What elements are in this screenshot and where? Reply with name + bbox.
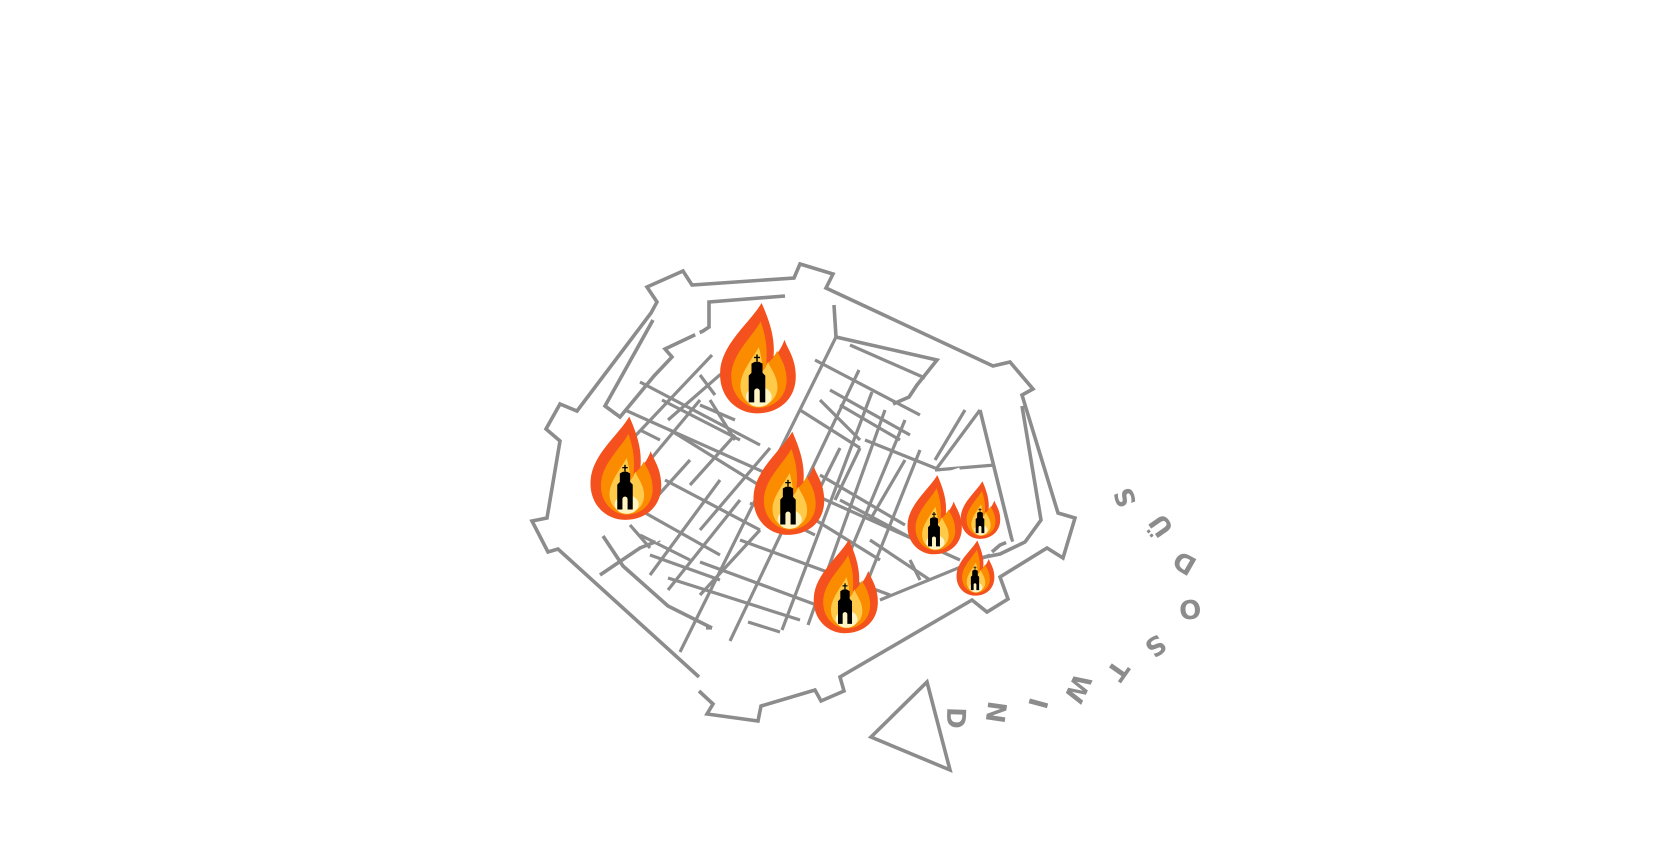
- fire-church-icon: [753, 431, 825, 535]
- wind-label-letter: T: [1099, 654, 1134, 686]
- wind-label-letter: I: [1021, 694, 1052, 711]
- wind-label-letter: D: [940, 707, 971, 730]
- wind-label-letter: N: [979, 699, 1012, 725]
- bastion-north: [832, 304, 941, 406]
- inner-wall-southwest: [601, 535, 713, 630]
- wind-label-letter: Ü: [1141, 508, 1180, 544]
- outer-wall: [529, 261, 1078, 724]
- inner-wall-north: [602, 294, 786, 420]
- wind-label-letter: S: [1109, 483, 1144, 511]
- wind-label-letter: D: [1168, 544, 1202, 581]
- inner-wall-east: [978, 409, 1015, 554]
- wind-label-letter: S: [1139, 627, 1172, 662]
- wind-label-letter: O: [1178, 592, 1203, 624]
- wind-label-letter: W: [1057, 669, 1096, 708]
- city-walls: [529, 261, 1078, 724]
- fire-church-icon: [960, 481, 1001, 539]
- fire-church-icon: [720, 302, 796, 414]
- fire-church-icon: [907, 475, 962, 555]
- fire-church-icon: [590, 416, 662, 520]
- fire-church-icon: [956, 540, 995, 596]
- triangle-arrow-icon: [867, 678, 953, 774]
